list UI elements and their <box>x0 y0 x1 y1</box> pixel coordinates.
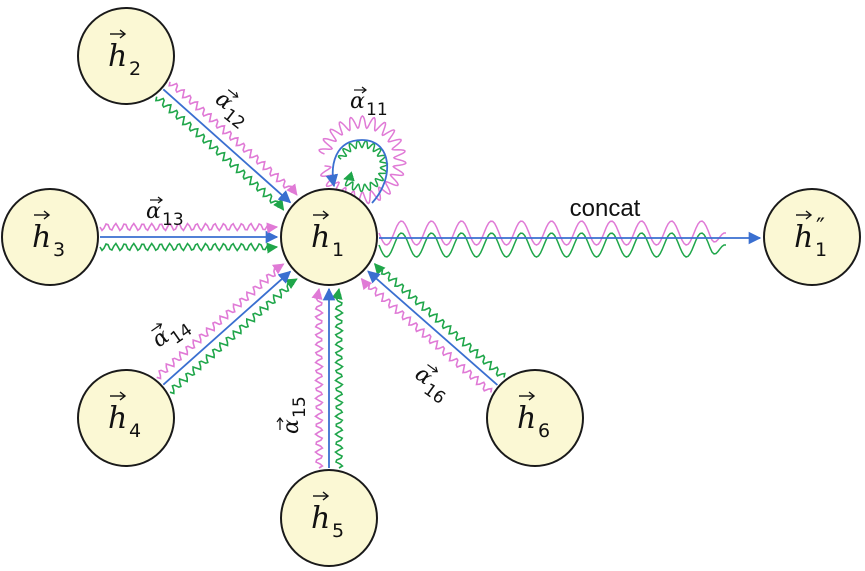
attention-head-pink-line <box>311 287 324 469</box>
attention-arrow-line <box>162 88 292 204</box>
attention-head-green-line <box>99 242 279 254</box>
edge-h5-to-h1 <box>311 287 344 469</box>
node-circle <box>77 369 175 467</box>
edge-label-15: α15 <box>276 396 310 434</box>
node-circle <box>1 188 99 286</box>
vector-arrowhead-icon <box>157 196 163 204</box>
vector-arrowhead-icon <box>322 210 330 220</box>
edges-layer <box>99 81 506 469</box>
self-loop-arrow-line <box>325 139 389 204</box>
edge-h2-to-h1 <box>154 81 298 211</box>
node-symbol: h <box>311 220 330 255</box>
node-circle <box>486 369 584 467</box>
vector-arrowhead-icon <box>119 391 127 401</box>
vector-arrowhead-icon <box>805 210 813 220</box>
attention-head-pink-line <box>360 277 493 393</box>
edge-label-subscript: 13 <box>162 210 184 230</box>
node-subscript: 4 <box>129 420 141 442</box>
node-symbol: h <box>517 401 536 436</box>
node-subscript: 1 <box>815 239 827 261</box>
attention-head-green-line <box>331 287 344 469</box>
edge-label-symbol: α <box>279 419 304 434</box>
edge-label-subscript: 11 <box>366 100 388 120</box>
vector-arrow-icon <box>427 364 438 373</box>
edge-label-subscript: 15 <box>290 396 310 418</box>
vector-arrowhead-icon <box>432 366 439 373</box>
attention-arrow-line <box>367 270 498 386</box>
node-prime: ″ <box>816 213 825 241</box>
concat-pink-line <box>378 220 726 246</box>
node-circle <box>280 188 378 286</box>
self-loop-green-line <box>337 139 389 193</box>
node-symbol: h <box>108 401 127 436</box>
vector-arrowhead-icon <box>276 417 284 423</box>
node-symbol: h <box>794 220 813 255</box>
edge-label-14: α14 <box>148 320 197 353</box>
attention-head-green-line <box>373 262 506 378</box>
vector-arrowhead-icon <box>156 323 163 330</box>
vector-arrow-icon <box>227 89 239 98</box>
attention-head-green-line <box>169 278 298 395</box>
concat-label: concat <box>570 195 641 222</box>
vector-arrowhead-icon <box>361 86 367 94</box>
vector-arrowhead-icon <box>232 92 239 98</box>
node-circle <box>77 7 175 105</box>
attention-head-green-line <box>154 96 285 211</box>
node-subscript: 1 <box>332 239 344 261</box>
attention-head-pink-line <box>99 222 279 234</box>
vector-arrowhead-icon <box>528 391 536 401</box>
node-circle <box>280 469 378 567</box>
node-subscript: 6 <box>538 420 550 442</box>
node-symbol: h <box>32 220 51 255</box>
edge-label-12: α12 <box>210 86 248 134</box>
edge-h3-to-h1 <box>99 222 279 254</box>
attention-arrow-line <box>162 270 292 386</box>
node-symbol: h <box>108 39 127 74</box>
edge-h6-to-h1 <box>360 262 506 393</box>
edge-label-symbol: α <box>146 199 161 224</box>
edge-h4-to-h1 <box>156 263 298 395</box>
output-edge <box>378 220 762 258</box>
vector-arrow-icon <box>151 323 162 332</box>
attention-head-pink-line <box>168 81 298 196</box>
concat-green-line <box>378 232 726 258</box>
edge-label-symbol: α <box>350 89 365 114</box>
attention-head-pink-line <box>156 263 285 380</box>
vector-arrowhead-icon <box>43 210 51 220</box>
node-subscript: 3 <box>53 239 65 261</box>
node-symbol: h <box>311 501 330 536</box>
node-subscript: 2 <box>129 58 141 80</box>
node-subscript: 5 <box>332 520 344 542</box>
edge-label-16: α16 <box>410 361 449 408</box>
node-circle <box>763 188 861 286</box>
vector-arrowhead-icon <box>119 29 127 39</box>
vector-arrowhead-icon <box>322 491 330 501</box>
